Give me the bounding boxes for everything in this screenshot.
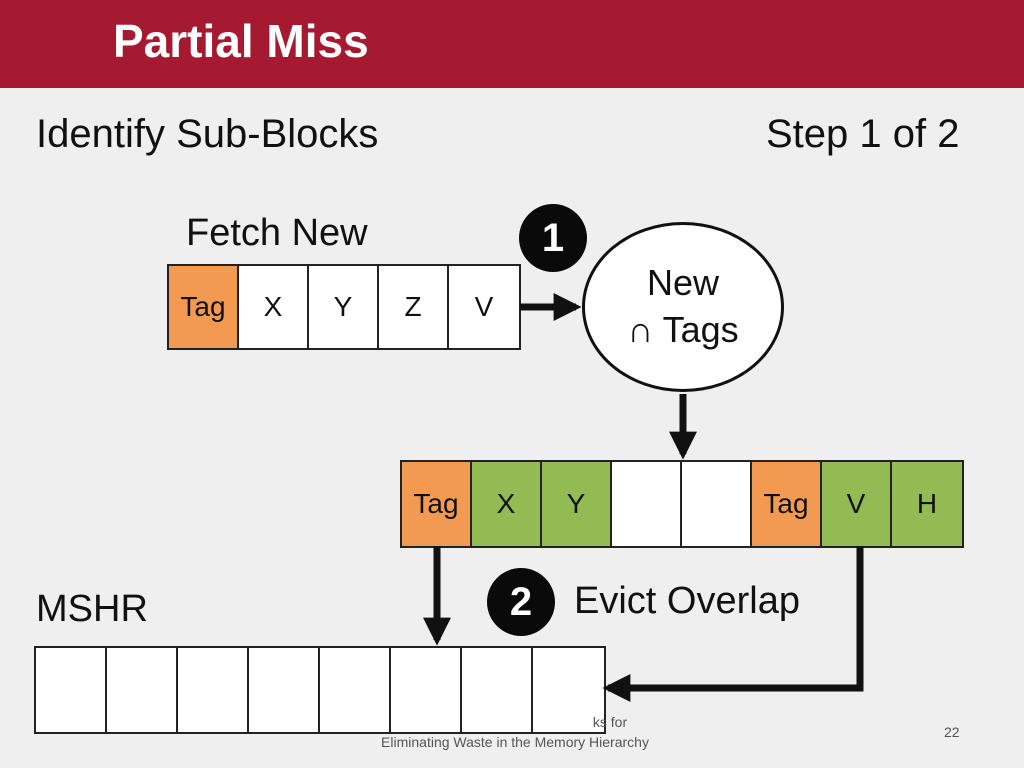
mshr-cell-0 — [36, 648, 107, 732]
mshr-cell-7 — [533, 648, 604, 732]
fetch-cell-3: Z — [379, 266, 449, 348]
intersect-tags-node: New ∩ Tags — [582, 222, 784, 392]
fetch-cell-2: Y — [309, 266, 379, 348]
mshr-label: MSHR — [36, 588, 148, 630]
footer-line-1: ks for — [592, 714, 628, 730]
footer-line-2: Eliminating Waste in the Memory Hierarch… — [381, 734, 649, 751]
fetch-cell-4: V — [449, 266, 519, 348]
result-cell-1: X — [472, 462, 542, 546]
fetch-cell-0: Tag — [169, 266, 239, 348]
result-cell-3 — [612, 462, 682, 546]
result-cell-5: Tag — [752, 462, 822, 546]
result-cell-4 — [682, 462, 752, 546]
mshr-cell-4 — [320, 648, 391, 732]
evict-to-mshr-arrow — [602, 546, 864, 702]
result-cell-7: H — [892, 462, 962, 546]
evict-overlap-label: Evict Overlap — [574, 580, 800, 622]
mshr-block — [34, 646, 606, 734]
mshr-cell-2 — [178, 648, 249, 732]
footer-text: ks for Eliminating Waste in the Memory H… — [300, 712, 730, 753]
result-cell-2: Y — [542, 462, 612, 546]
slide-title: Partial Miss — [113, 15, 369, 67]
result-cell-0: Tag — [402, 462, 472, 546]
step-indicator: Step 1 of 2 — [766, 112, 960, 156]
fetch-cell-1: X — [239, 266, 309, 348]
mshr-cell-3 — [249, 648, 320, 732]
subtitle-left: Identify Sub-Blocks — [36, 112, 379, 156]
fetch-new-label: Fetch New — [186, 212, 368, 254]
title-bar: Partial Miss — [0, 0, 1024, 88]
mshr-cell-5 — [391, 648, 462, 732]
mshr-cell-6 — [462, 648, 533, 732]
page-number: 22 — [944, 724, 960, 740]
step-1-badge: 1 — [519, 204, 587, 272]
mshr-cell-1 — [107, 648, 178, 732]
intersect-line-1: New — [646, 262, 720, 304]
result-cell-6: V — [822, 462, 892, 546]
step-2-badge: 2 — [487, 568, 555, 636]
intersect-line-2: ∩ Tags — [627, 309, 739, 350]
